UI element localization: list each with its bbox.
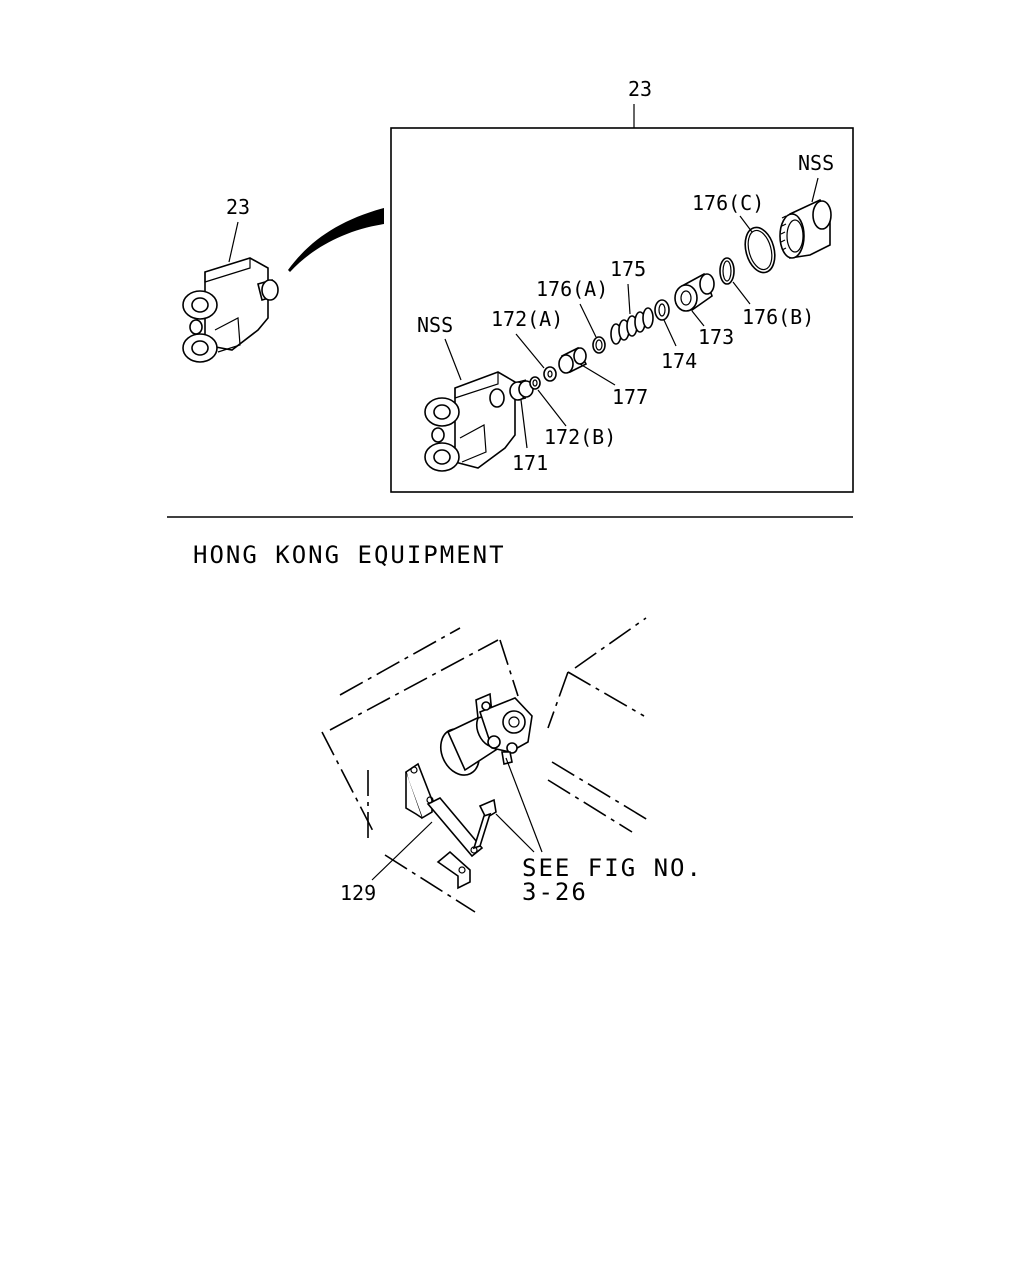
label-176c: 176(C) [692, 191, 764, 215]
part-173 [674, 272, 715, 312]
part-175-spring [610, 307, 654, 345]
label-172b: 172(B) [544, 425, 616, 449]
part-176b [719, 257, 735, 285]
exploded-view-frame [390, 127, 854, 493]
label-173: 173 [698, 325, 734, 349]
see-fig-line1: SEE FIG NO. [522, 854, 703, 882]
assembly-23-small: 23 [182, 195, 279, 363]
callout-23-main: 23 [628, 77, 652, 101]
label-177: 177 [612, 385, 648, 409]
callout-23-assembly: 23 [226, 195, 250, 219]
part-172a [543, 366, 557, 382]
part-172b [529, 376, 541, 390]
label-174: 174 [661, 349, 697, 373]
zoom-arrow [288, 208, 384, 272]
part-176a [592, 336, 606, 354]
label-129: 129 [340, 881, 376, 905]
label-171: 171 [512, 451, 548, 475]
leader-23-assembly [228, 221, 239, 263]
label-172a: 172(A) [491, 307, 563, 331]
right-fitting-nss [779, 198, 832, 259]
section-title: HONG KONG EQUIPMENT [193, 541, 506, 569]
label-176a: 176(A) [536, 277, 608, 301]
leader-129 [371, 821, 433, 881]
part-177 [558, 346, 588, 374]
label-nss-right: NSS [798, 151, 834, 175]
label-176b: 176(B) [742, 305, 814, 329]
left-body-nss [424, 371, 516, 472]
label-175: 175 [610, 257, 646, 281]
part-174 [654, 299, 670, 321]
installation-view: 129 SEE FIG NO. 3-26 [321, 617, 703, 913]
see-fig-line2: 3-26 [522, 878, 588, 906]
label-nss-left: NSS [417, 313, 453, 337]
exploded-view-box: 23 NSS 171 172(B) 172(A) [390, 77, 854, 493]
